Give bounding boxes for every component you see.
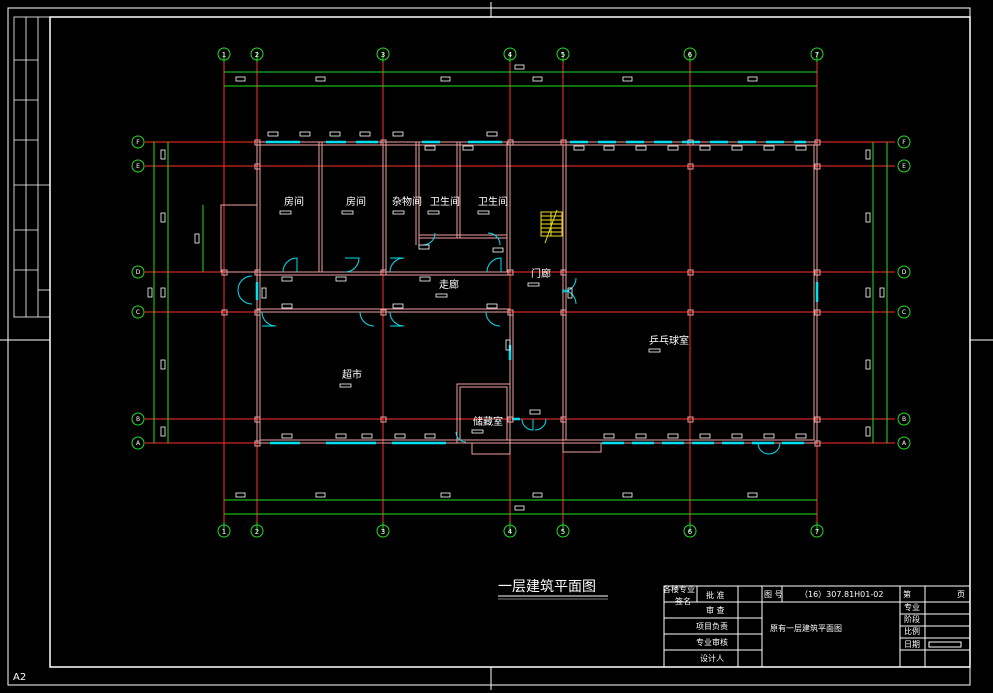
axis-label-1-bottom: 1 [222,528,226,536]
axis-label-5: 5 [561,51,565,59]
axis-label-6-bottom: 6 [688,528,693,536]
axis-labels-bottom: 1 2 3 4 5 6 7 [222,528,819,536]
axis-label-C: C [136,309,140,316]
margin-sign-strip [13,16,51,318]
room-label-market: 超市 [342,368,362,381]
tb-spec-review: 专业审核 [696,637,728,647]
tb-spec: 专业 [904,602,920,612]
tb-drawing-no-label: 图 号 [764,590,783,599]
axis-label-1: 1 [222,51,226,59]
tb-project-lead: 项目负责 [696,621,728,631]
axis-label-A-right: A [902,440,907,447]
axis-label-E: E [136,163,140,170]
axis-labels-left: F E D C B A [136,139,141,447]
dimension-text-marks [147,64,885,511]
tb-date: 日期 [904,640,920,649]
tb-scale: 比例 [904,626,920,636]
axis-label-F-right: F [902,139,906,146]
dimension-lines [153,52,888,532]
axis-bubbles-top [217,47,824,61]
stair [540,209,563,244]
drawing-title: 一层建筑平面图 [498,579,596,595]
axis-label-B: B [136,416,140,423]
axis-label-3-bottom: 3 [381,528,385,536]
axis-label-5-bottom: 5 [561,528,565,536]
room-label-store: 杂物间 [392,195,422,208]
axis-label-E-right: E [902,163,906,170]
walls [220,141,818,455]
element-tags [261,131,807,439]
axis-bubbles-bottom [217,524,824,538]
tb-drawing-no: （16）307.81H01-02 [800,590,883,599]
axis-label-7: 7 [815,51,819,59]
room-label-pingpong: 乒乓球室 [649,334,689,347]
room-label-r2: 房间 [346,195,366,208]
room-labels: 房间 房间 杂物间 卫生间 卫生间 门廊 走廊 超市 乒乓球室 储藏室 [284,195,689,428]
axis-labels-top: 1 2 3 4 5 6 7 [222,51,819,59]
tb-sheet-label: 第 [903,589,911,599]
axis-bubbles-right [897,135,911,450]
axis-label-7-bottom: 7 [815,528,819,536]
columns [221,139,821,447]
axis-labels-right: F E D C B A [902,139,907,447]
room-label-r1: 房间 [284,195,304,208]
tb-signature: 签名 [675,596,691,606]
title-block-text: 各楼专业 签名 批 准 审 查 项目负责 专业审核 设计人 图 号 （16）30… [663,584,965,663]
axis-label-2-bottom: 2 [255,528,259,536]
room-label-wc2: 卫生间 [478,195,508,208]
sheet-size-label: A2 [13,672,26,683]
tb-professional: 各楼专业 [663,584,695,594]
room-label-corridor: 走廊 [439,278,459,291]
axis-label-4-bottom: 4 [508,528,513,536]
axis-label-D: D [136,269,141,276]
axis-label-A: A [136,440,141,447]
tb-stage: 阶段 [904,614,920,624]
tb-approve: 批 准 [706,590,725,600]
tb-sheet-label-2: 页 [957,590,965,599]
tb-designer: 设计人 [700,653,724,663]
windows [255,140,819,445]
axis-label-D-right: D [902,269,907,276]
title-block [663,585,971,668]
room-label-storage: 储藏室 [473,415,503,428]
tb-drawing-name: 原有一层建筑平面图 [770,623,842,633]
tb-review: 审 查 [706,605,725,615]
room-label-wc1: 卫生间 [430,195,460,208]
axis-label-F: F [136,139,140,146]
room-label-hall: 门廊 [531,267,551,280]
axis-label-6: 6 [688,51,693,59]
axis-label-B-right: B [902,416,906,423]
axis-label-C-right: C [902,309,906,316]
room-label-tags [279,210,661,434]
axis-label-2: 2 [255,51,259,59]
axis-label-4: 4 [508,51,513,59]
axis-label-3: 3 [381,51,385,59]
axis-bubbles-left [131,135,145,450]
